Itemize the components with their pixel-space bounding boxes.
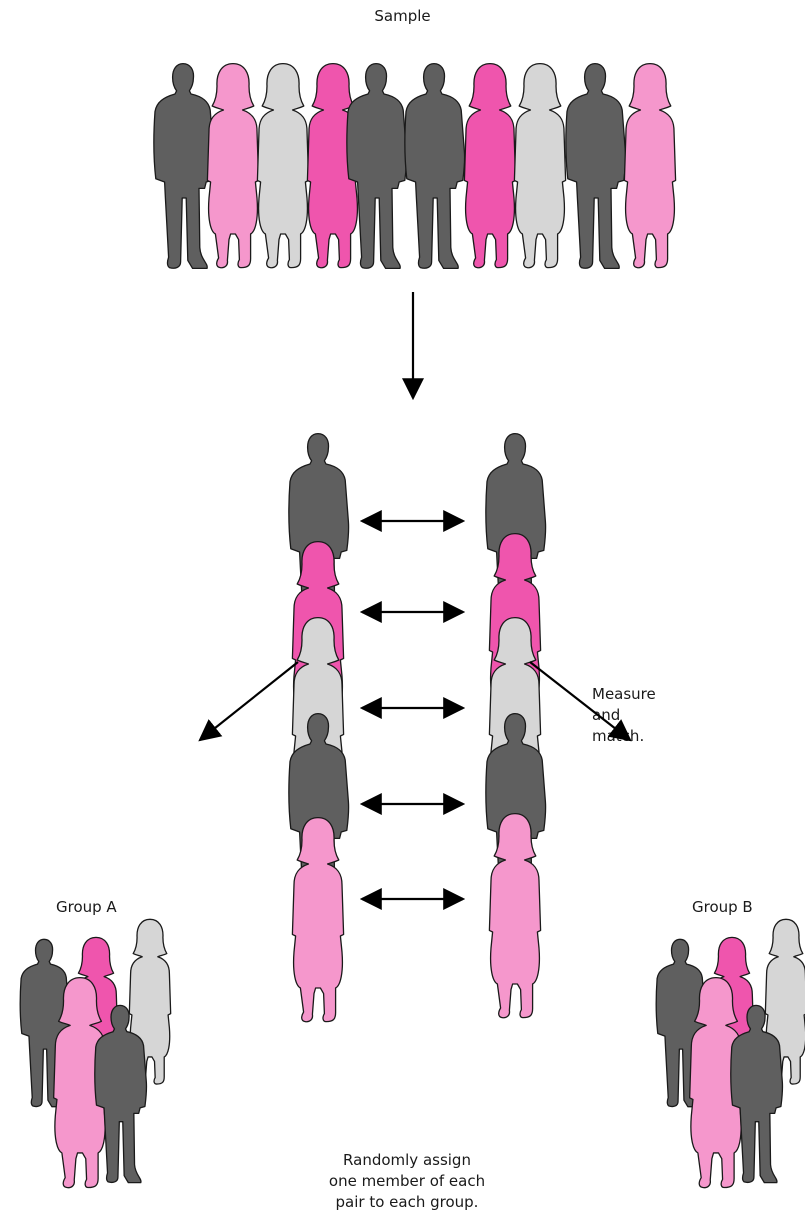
- sample-woman-silhouette-icon: [257, 64, 308, 268]
- diagonal-arrow-left-icon: [200, 662, 298, 740]
- sample-woman-silhouette-icon: [514, 64, 565, 268]
- group-a-cluster: [20, 919, 170, 1187]
- sample-woman-silhouette-icon: [207, 64, 258, 268]
- sample-row: [154, 64, 676, 269]
- group-b-cluster: [656, 919, 805, 1187]
- sample-man-silhouette-icon: [566, 64, 626, 269]
- sample-man-silhouette-icon: [347, 64, 407, 269]
- sample-man-silhouette-icon: [154, 64, 214, 269]
- arrows: [200, 292, 630, 899]
- sample-woman-silhouette-icon: [464, 64, 515, 268]
- diagonal-arrow-right-icon: [530, 662, 630, 740]
- sample-man-silhouette-icon: [405, 64, 465, 269]
- sample-woman-silhouette-icon: [624, 64, 675, 268]
